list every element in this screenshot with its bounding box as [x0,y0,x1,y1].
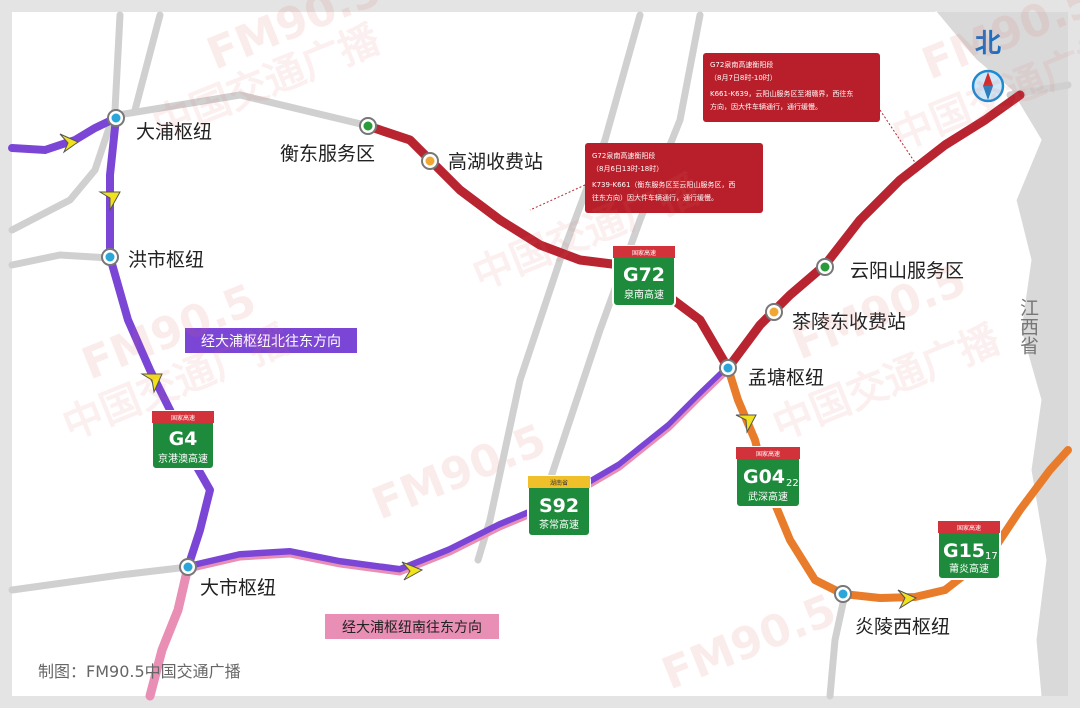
pink-overlay-s92 [186,370,730,576]
gray-road [131,11,164,114]
shield-code-text: G15 [943,540,985,562]
note1-line2: （8月6日13时-18时） [592,164,663,173]
arrow-icon [98,191,121,212]
shield-sub-text: 茶常高速 [539,518,579,531]
s92-shield: 湖南省 S92 茶常高速 [527,475,591,537]
purple-route-s92 [184,364,732,574]
compass: 北 [971,29,1005,103]
note2-leader-line [879,109,921,171]
service-area-marker [363,121,373,131]
shield-sub-text: 莆炎高速 [949,562,989,575]
purple-route-g4 [106,114,214,571]
route-label-south: 经大浦枢纽南往东方向 [325,614,499,639]
arrow-icon [401,561,424,581]
node-label-dapu: 大浦枢纽 [136,121,212,143]
node-label-hongshi: 洪市枢纽 [128,249,204,271]
arrow-icon [897,589,918,610]
traffic-note-2: G72泉南高速衡阳段 （8月7日8时-10时） K661-K639，云阳山服务区… [703,53,880,122]
compass-needle-icon [983,72,993,86]
route-label-south-text: 经大浦枢纽南往东方向 [342,620,482,636]
shield-top-text: 国家高速 [632,249,656,257]
shield-sub-text: 泉南高速 [624,288,664,301]
shield-top-text: 国家高速 [171,414,195,422]
arrow-icon [735,414,757,434]
g72-route [363,90,1025,373]
g1517-shield: 国家高速 G15 17 莆炎高速 [937,520,1001,580]
g4-shield: 国家高速 G4 京港澳高速 [151,410,215,470]
junction-marker [723,363,733,373]
direction-arrows [59,133,918,610]
shield-sub-text: 武深高速 [748,490,788,503]
shield-top-text: 国家高速 [756,450,780,458]
junction-markers [101,109,852,603]
note2-line2: （8月7日8时-10时） [710,73,777,82]
route-label-north-text: 经大浦枢纽北往东方向 [201,334,341,350]
note1-line4: 往东方向）因大件车辆通行，通行缓慢。 [592,193,718,202]
arrow-icon [59,133,80,154]
province-label: 江西省 [1017,298,1039,355]
shield-code-subscript: 17 [985,551,998,562]
purple-route-west [8,114,120,155]
shield-code-text: G04 [743,466,785,488]
node-label-gaohu-toll: 高湖收费站 [448,151,543,173]
node-label-chaling-east-toll: 茶陵东收费站 [792,311,906,333]
node-label-yunyangshan-service: 云阳山服务区 [850,260,964,282]
shield-code-subscript: 22 [786,478,799,489]
shield-code-text: G72 [623,264,665,286]
shield-code-text: G4 [169,428,198,450]
note1-line3: K739-K661（衡东服务区至云阳山服务区，西 [592,180,735,189]
node-label-hengdong-service: 衡东服务区 [280,143,375,165]
junction-marker [838,589,848,599]
route-label-north: 经大浦枢纽北往东方向 [185,328,357,353]
toll-station-marker [425,156,435,166]
gray-road [8,11,124,234]
shield-top-text: 湖南省 [550,479,568,487]
gray-road [8,563,192,594]
province-border [933,11,1047,697]
gray-road [826,590,849,700]
shield-code-text: S92 [539,495,579,517]
shield-sub-text: 京港澳高速 [158,452,208,465]
traffic-note-1: G72泉南高速衡阳段 （8月6日13时-18时） K739-K661（衡东服务区… [585,143,763,213]
junction-marker [183,562,193,572]
g0422-shield: 国家高速 G04 22 武深高速 [735,446,801,508]
g72-shield: 国家高速 G72 泉南高速 [612,245,676,307]
gray-road [8,251,114,269]
service-area-marker [820,262,830,272]
arrow-icon [140,373,163,394]
compass-needle-icon [983,86,993,100]
node-label-mengtang: 孟塘枢纽 [748,367,824,389]
note1-line1: G72泉南高速衡阳段 [592,151,655,160]
gray-road [114,91,369,129]
jiangxi-province-area [935,12,1068,696]
node-label-dashi: 大市枢纽 [200,577,276,599]
junction-marker [105,252,115,262]
node-label-yanling-west: 炎陵西枢纽 [855,616,950,638]
province-label-text: 江西省 [1017,298,1039,355]
note2-line4: 方向，因大件车辆通行，通行缓慢。 [710,102,822,111]
note2-line1: G72泉南高速衡阳段 [710,60,773,69]
pink-route [145,562,193,701]
compass-north-label: 北 [975,29,1001,59]
toll-station-marker [769,307,779,317]
note2-line3: K661-K639，云阳山服务区至湘赣界，西往东 [710,89,853,98]
map-credit: 制图：FM90.5中国交通广播 [38,662,241,681]
shield-top-text: 国家高速 [957,524,981,532]
junction-marker [111,113,121,123]
